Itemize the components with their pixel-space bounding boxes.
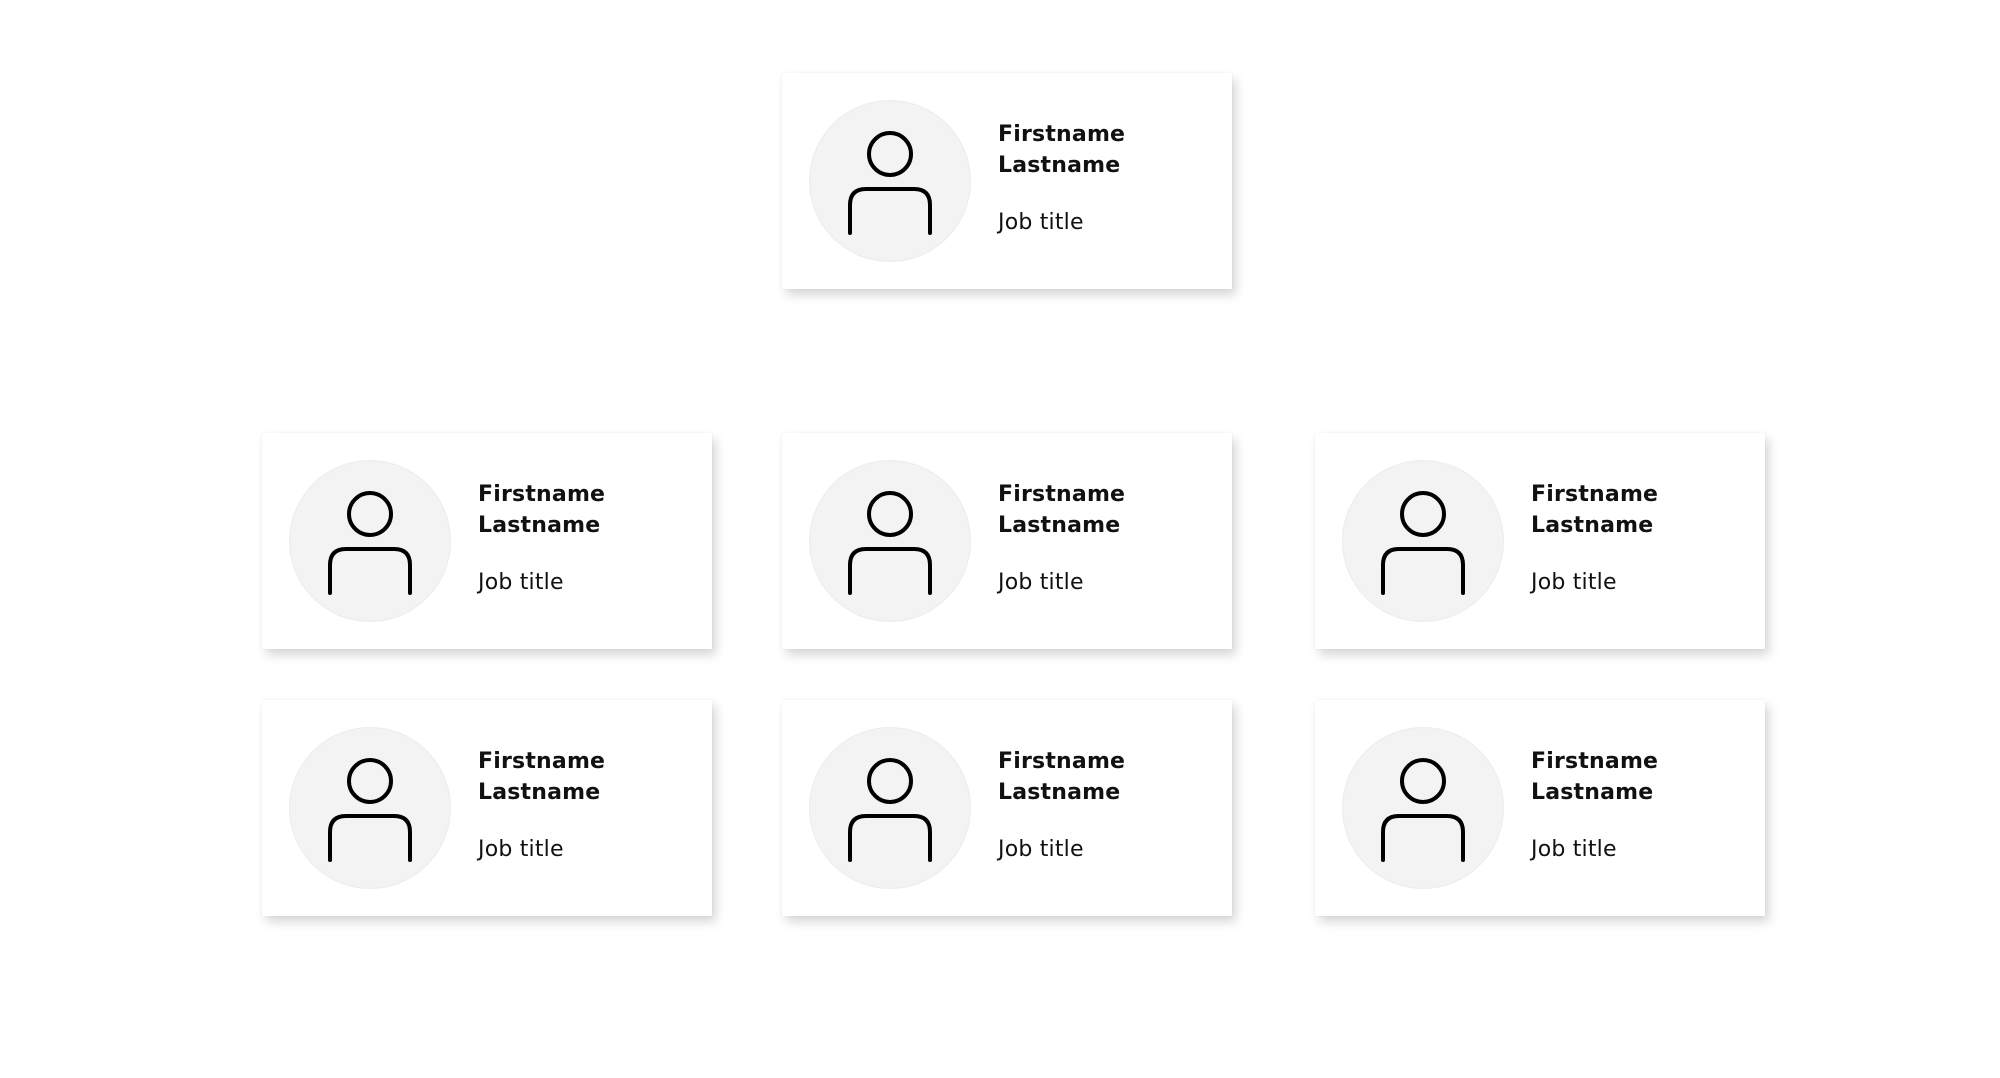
person-icon xyxy=(328,491,412,595)
person-name: Firstname Lastname xyxy=(478,746,605,808)
avatar xyxy=(289,460,451,622)
first-name: Firstname xyxy=(1531,482,1659,507)
last-name: Lastname xyxy=(998,780,1121,805)
person-icon xyxy=(328,758,412,862)
person-name: Firstname Lastname xyxy=(998,119,1125,181)
last-name: Lastname xyxy=(478,780,601,805)
first-name: Firstname xyxy=(1531,749,1659,774)
last-name: Lastname xyxy=(998,513,1121,538)
person-card-row1-left[interactable]: Firstname Lastname Job title xyxy=(262,433,712,649)
person-icon xyxy=(848,491,932,595)
avatar xyxy=(1342,460,1504,622)
person-icon xyxy=(848,758,932,862)
first-name: Firstname xyxy=(998,122,1126,147)
first-name: Firstname xyxy=(478,482,606,507)
avatar xyxy=(289,727,451,889)
person-card-row1-center[interactable]: Firstname Lastname Job title xyxy=(782,433,1232,649)
person-name: Firstname Lastname xyxy=(998,746,1125,808)
job-title: Job title xyxy=(1531,570,1617,595)
first-name: Firstname xyxy=(998,482,1126,507)
job-title: Job title xyxy=(1531,837,1617,862)
job-title: Job title xyxy=(998,210,1084,235)
person-icon xyxy=(1381,758,1465,862)
avatar xyxy=(1342,727,1504,889)
avatar xyxy=(809,460,971,622)
job-title: Job title xyxy=(478,570,564,595)
person-card-row1-right[interactable]: Firstname Lastname Job title xyxy=(1315,433,1765,649)
person-icon xyxy=(848,131,932,235)
last-name: Lastname xyxy=(1531,780,1654,805)
job-title: Job title xyxy=(998,570,1084,595)
person-name: Firstname Lastname xyxy=(478,479,605,541)
last-name: Lastname xyxy=(1531,513,1654,538)
person-icon xyxy=(1381,491,1465,595)
last-name: Lastname xyxy=(998,153,1121,178)
person-name: Firstname Lastname xyxy=(1531,479,1658,541)
first-name: Firstname xyxy=(998,749,1126,774)
person-card-row2-center[interactable]: Firstname Lastname Job title xyxy=(782,700,1232,916)
avatar xyxy=(809,100,971,262)
person-card-row2-right[interactable]: Firstname Lastname Job title xyxy=(1315,700,1765,916)
person-name: Firstname Lastname xyxy=(1531,746,1658,808)
last-name: Lastname xyxy=(478,513,601,538)
first-name: Firstname xyxy=(478,749,606,774)
job-title: Job title xyxy=(478,837,564,862)
person-card-row2-left[interactable]: Firstname Lastname Job title xyxy=(262,700,712,916)
person-card-top[interactable]: Firstname Lastname Job title xyxy=(782,73,1232,289)
person-name: Firstname Lastname xyxy=(998,479,1125,541)
avatar xyxy=(809,727,971,889)
job-title: Job title xyxy=(998,837,1084,862)
